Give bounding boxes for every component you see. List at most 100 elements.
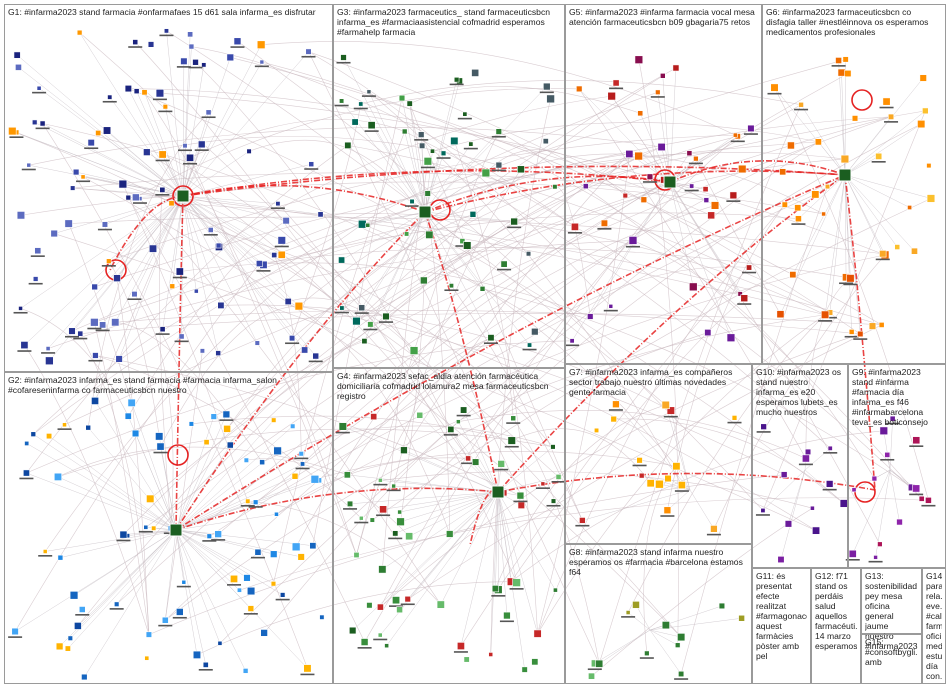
node-label-mark	[35, 127, 50, 130]
graph-edge	[780, 174, 846, 315]
graph-node	[425, 230, 434, 239]
graph-edge	[182, 195, 264, 266]
graph-node	[30, 431, 37, 437]
graph-edge	[182, 195, 293, 339]
cross-group-edge	[356, 131, 500, 556]
graph-node	[500, 260, 508, 268]
graph-node	[203, 439, 210, 446]
node-label-mark	[875, 258, 890, 261]
graph-edge	[115, 195, 184, 323]
graph-node	[361, 338, 368, 345]
cross-group-edge	[537, 314, 826, 634]
group-label-g2: G2: #infarma2023 infarma_es stand farmac…	[8, 375, 277, 395]
graph-edge	[162, 195, 184, 330]
node-label-mark	[453, 651, 468, 653]
graph-edge	[424, 211, 483, 289]
graph-node	[814, 138, 822, 146]
graph-node	[459, 238, 466, 245]
graph-node	[125, 194, 132, 201]
graph-edge	[33, 433, 177, 531]
node-label-mark	[456, 414, 471, 417]
graph-node	[820, 310, 830, 319]
node-label-mark	[138, 530, 153, 533]
graph-node	[488, 652, 494, 657]
graph-node	[543, 82, 551, 91]
graph-node	[625, 150, 634, 158]
graph-edge	[182, 64, 205, 197]
graph-node	[242, 668, 249, 674]
node-label-mark	[308, 360, 323, 363]
node-label-mark	[361, 95, 376, 97]
graph-node	[246, 148, 252, 154]
cross-group-edge	[288, 297, 415, 351]
cross-group-edge	[598, 104, 802, 664]
graph-node	[851, 115, 859, 122]
graph-node	[384, 643, 390, 649]
cross-group-edge	[298, 305, 785, 475]
graph-node	[210, 413, 217, 420]
graph-node	[32, 276, 39, 282]
graph-node	[521, 666, 528, 673]
cross-group-edge	[20, 308, 129, 417]
graph-node	[319, 614, 325, 620]
graph-node	[517, 165, 525, 174]
graph-node	[608, 304, 614, 309]
graph-node	[840, 154, 850, 164]
self-loop	[167, 444, 189, 466]
node-label-mark	[871, 161, 886, 163]
cross-group-edge	[490, 98, 551, 655]
graph-node	[747, 124, 755, 133]
graph-node	[456, 419, 461, 425]
graph-node	[270, 550, 278, 558]
graph-node	[127, 398, 136, 407]
graph-node	[917, 119, 926, 129]
hub-link-edge	[424, 170, 846, 213]
node-label-mark	[128, 46, 143, 48]
graph-edge	[79, 32, 184, 197]
graph-node	[143, 148, 151, 156]
node-label-mark	[158, 624, 173, 627]
node-label-mark	[625, 245, 640, 248]
graph-node	[576, 85, 583, 93]
graph-node	[95, 130, 102, 136]
graph-node	[634, 151, 643, 161]
graph-node	[351, 118, 359, 126]
node-label-mark	[194, 149, 209, 151]
graph-node	[378, 565, 387, 574]
graph-edge	[94, 400, 177, 531]
cross-group-edge	[150, 155, 639, 500]
graph-node	[155, 89, 165, 98]
graph-node	[552, 184, 558, 190]
graph-node	[776, 310, 785, 319]
graph-node	[896, 518, 903, 526]
graph-node	[405, 532, 414, 541]
graph-node	[259, 59, 265, 65]
graph-node	[243, 574, 251, 582]
node-label-mark	[17, 350, 32, 352]
cross-group-edge	[356, 75, 663, 322]
graph-edge	[669, 134, 736, 183]
group-panel-g13: G13: sostenibilidad pey mesa oficina gen…	[861, 568, 922, 651]
graph-node	[844, 69, 852, 78]
graph-node	[401, 128, 408, 135]
graph-node	[301, 346, 309, 354]
graph-edge	[804, 448, 831, 471]
graph-node	[404, 595, 411, 603]
node-label-mark	[378, 321, 393, 323]
graph-node	[689, 282, 698, 292]
group-label-g14: G14: para... rela... eve... #cali... far…	[926, 571, 942, 681]
node-label-mark	[155, 333, 170, 335]
graph-node	[795, 215, 802, 223]
group-panel-g9: G9: #infarma2023 stand #infarma #farmaci…	[848, 364, 946, 568]
graph-node	[291, 472, 299, 480]
graph-node	[124, 84, 132, 93]
node-label-mark	[19, 477, 34, 480]
graph-node	[418, 131, 425, 138]
cross-group-edge	[77, 221, 515, 627]
cross-group-edge	[482, 288, 912, 488]
graph-node	[275, 201, 281, 207]
hub-link-edge	[175, 487, 499, 531]
graph-edge	[844, 174, 886, 256]
graph-node	[718, 602, 726, 610]
graph-edge	[48, 435, 177, 531]
